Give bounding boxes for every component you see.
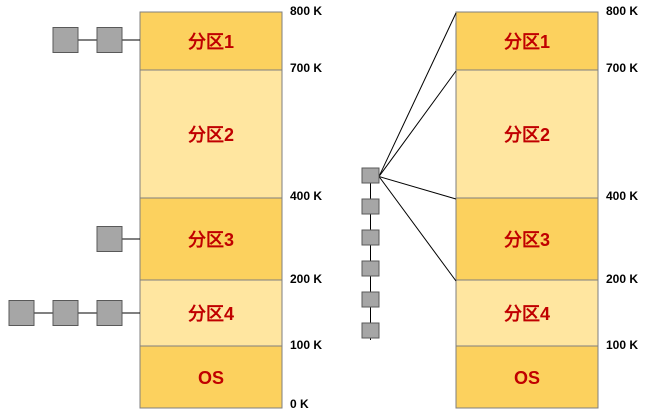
dispatch-line <box>378 176 457 282</box>
left-address-mark: 700 K <box>290 61 322 75</box>
right-address-mark: 800 K <box>606 4 638 18</box>
right-segment-label-2: 分区2 <box>504 125 550 145</box>
right-segment-label-5: OS <box>514 368 540 388</box>
queue-node <box>96 27 123 53</box>
right-address-mark: 200 K <box>606 272 638 286</box>
queue-node <box>361 198 380 215</box>
queue-node <box>361 291 380 308</box>
queue-node <box>361 229 380 246</box>
queue-node <box>96 300 123 326</box>
left-segment-4 <box>139 279 283 347</box>
right-address-mark: 700 K <box>606 61 638 75</box>
left-segment-2 <box>139 69 283 199</box>
right-segment-label-1: 分区1 <box>504 32 550 52</box>
right-segment-5 <box>455 345 599 409</box>
left-queue-2 <box>96 226 140 252</box>
left-segment-label-5: OS <box>198 368 224 388</box>
left-segment-label-4: 分区4 <box>188 304 234 324</box>
left-queue-1 <box>52 27 140 53</box>
queue-node <box>8 300 35 326</box>
dispatch-line <box>378 176 457 200</box>
left-segment-label-3: 分区3 <box>188 230 234 250</box>
left-address-mark: 200 K <box>290 272 322 286</box>
right-segment-1 <box>455 11 599 71</box>
queue-node <box>96 226 123 252</box>
left-address-mark: 400 K <box>290 189 322 203</box>
dispatch-line <box>378 70 457 177</box>
right-address-mark: 100 K <box>606 338 638 352</box>
left-segment-label-2: 分区2 <box>188 125 234 145</box>
left-segment-1 <box>139 11 283 71</box>
left-segment-label-1: 分区1 <box>188 32 234 52</box>
dispatch-line <box>378 12 457 177</box>
right-segment-label-3: 分区3 <box>504 230 550 250</box>
queue-node <box>361 167 380 184</box>
left-address-mark: 800 K <box>290 4 322 18</box>
left-address-mark: 100 K <box>290 338 322 352</box>
left-segment-5 <box>139 345 283 409</box>
queue-node <box>361 260 380 277</box>
shared-queue <box>361 12 457 340</box>
queue-node <box>52 27 79 53</box>
left-segment-3 <box>139 197 283 281</box>
left-address-mark: 0 K <box>290 397 309 411</box>
left-queue-3 <box>8 300 140 326</box>
right-segment-label-4: 分区4 <box>504 304 550 324</box>
queue-node <box>361 322 380 339</box>
right-address-mark: 400 K <box>606 189 638 203</box>
queue-node <box>52 300 79 326</box>
right-segment-3 <box>455 197 599 281</box>
